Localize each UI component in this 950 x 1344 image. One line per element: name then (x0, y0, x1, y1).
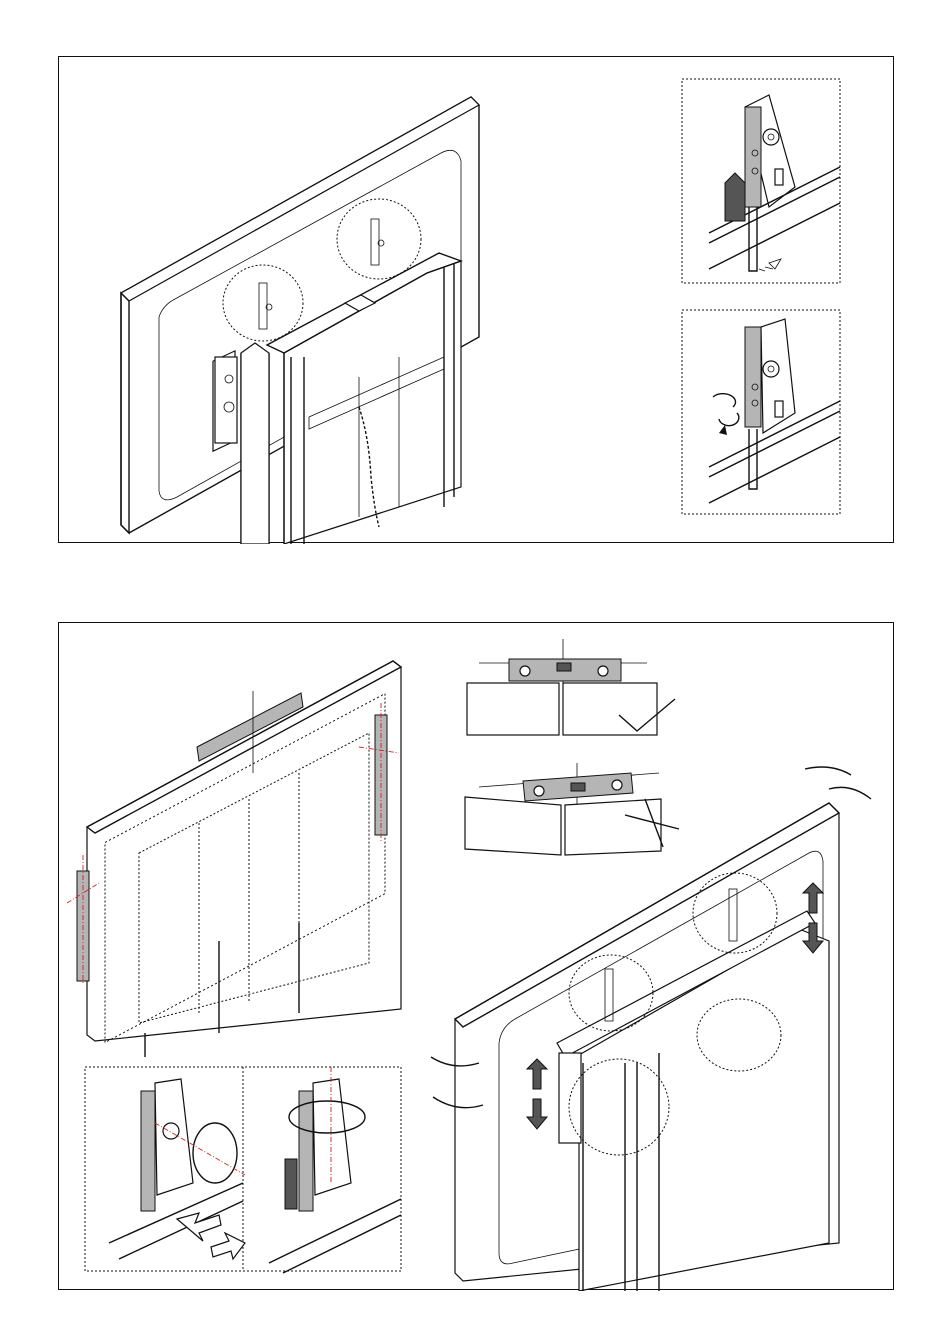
detail-hook-lowering (682, 79, 840, 283)
trolley-frame (213, 253, 461, 544)
level-wrong (465, 763, 679, 855)
levelling-illustration (59, 623, 895, 1291)
mounting-panel (58, 56, 894, 543)
mounting-illustration (59, 57, 895, 544)
detail-circle-left (223, 265, 303, 341)
detail-hook-locking (682, 310, 840, 514)
levelling-panel (58, 622, 894, 1290)
adjustment-details (85, 1067, 401, 1273)
rotate-arrow-icon (713, 394, 739, 435)
display-with-level (67, 661, 401, 1057)
side-bracket (215, 357, 237, 443)
level-correct (467, 639, 675, 735)
